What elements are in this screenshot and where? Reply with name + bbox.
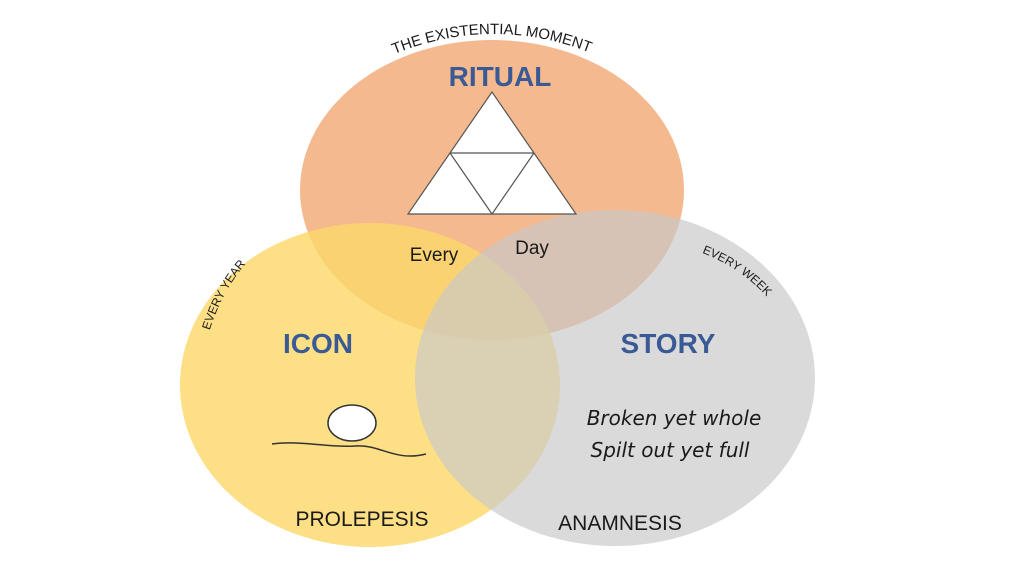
story-title: STORY <box>621 328 716 359</box>
story-quote-line1: Broken yet whole <box>587 406 762 430</box>
story-bottom-label: ANAMNESIS <box>558 512 682 535</box>
icon-bottom-label: PROLEPESIS <box>295 508 428 531</box>
triangle-icon <box>406 90 578 215</box>
overlap-label-every: Every <box>410 245 459 266</box>
story-circle <box>415 210 815 546</box>
ritual-title: RITUAL <box>449 61 552 92</box>
story-quote-line2: Spilt out yet full <box>591 438 750 462</box>
egg-icon <box>271 404 427 457</box>
icon-title: ICON <box>283 328 353 359</box>
overlap-label-day: Day <box>515 238 549 259</box>
